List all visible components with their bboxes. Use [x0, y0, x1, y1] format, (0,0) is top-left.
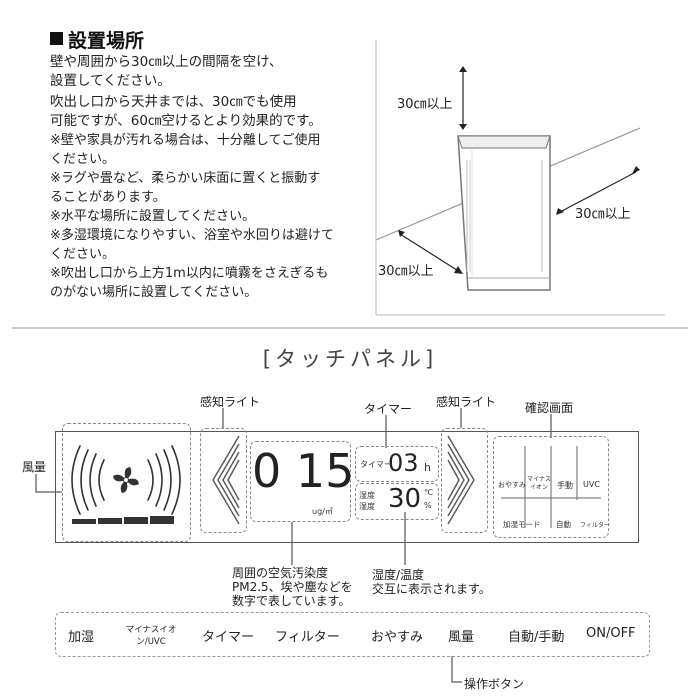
fan-icon: [113, 467, 139, 493]
confirm-item-humidify: 加湿モード: [503, 520, 541, 529]
button-timer[interactable]: タイマー: [202, 630, 255, 645]
callout-confirm: 確認画面: [525, 401, 574, 415]
humidity-display: [355, 483, 439, 520]
title-square-icon: [50, 32, 63, 45]
button-filter[interactable]: フィルター: [275, 630, 340, 645]
room-illustration: [375, 40, 665, 316]
callout-fan: 風量: [22, 460, 47, 474]
callout-light-left: 感知ライト: [200, 395, 261, 409]
humidity-value: 30: [388, 484, 422, 514]
timer-label: タイマー: [360, 460, 392, 469]
button-fan-speed[interactable]: 風量: [448, 630, 475, 645]
pollution-note: PM2.5、埃や塵などを: [232, 580, 353, 594]
timer-value: 03: [388, 449, 419, 477]
button-auto-manual[interactable]: 自動/手動: [508, 630, 565, 645]
humidity-note: 湿度/温度: [372, 568, 425, 582]
pm-unit: ug/㎥: [312, 507, 333, 516]
note-line: ※吹出し口から上方1m以内に噴霧をさえぎるも: [50, 266, 329, 281]
pm-display: [250, 441, 351, 522]
humidity-unit: %: [424, 501, 432, 510]
dim-label-left: 30㎝以上: [378, 264, 434, 279]
sensor-light-left-icon: [212, 435, 240, 525]
fan-level-bar: [150, 516, 174, 524]
button-power[interactable]: ON/OFF: [586, 626, 636, 641]
sensor-light-right-icon: [447, 435, 475, 525]
note-line: ください。: [50, 247, 116, 262]
dim-label-right: 30㎝以上: [575, 207, 631, 222]
callout-light-right: 感知ライト: [436, 395, 497, 409]
panel-title: [タッチパネル]: [262, 347, 438, 371]
humidity-label: 湿度: [359, 502, 375, 511]
confirm-item-filter: フィルター: [580, 522, 610, 529]
note-line: ※壁や家具が汚れる場合は、十分離してご使用: [50, 133, 321, 148]
button-sleep[interactable]: おやすみ: [371, 630, 424, 645]
section-title: 設置場所: [68, 30, 145, 52]
pollution-note: 周囲の空気汚染度: [232, 566, 329, 580]
humidity-label: 湿度: [359, 491, 375, 500]
note-line: 壁や周囲から30㎝以上の間隔を空け、: [50, 54, 283, 70]
confirm-item-manual: 手動: [557, 481, 573, 490]
fan-area[interactable]: [62, 423, 191, 542]
fan-level-bar: [98, 518, 122, 524]
note-line: のがない場所に設置してください。: [50, 285, 258, 300]
temp-unit: ℃: [424, 488, 433, 497]
humidity-note: 交互に表示されます。: [372, 582, 491, 596]
note-line: 吹出し口から天井までは、30㎝でも使用: [50, 94, 297, 110]
fan-speed-icon: [71, 445, 181, 515]
sensor-light-right: [441, 428, 488, 533]
dim-label-top: 30㎝以上: [397, 97, 453, 112]
confirm-grid-lines: [501, 446, 601, 528]
confirm-item-uvc: UVC: [583, 480, 600, 489]
note-line: ※水平な場所に設置してください。: [50, 209, 256, 224]
note-line: 設置してください。: [50, 73, 171, 89]
confirm-screen: [493, 436, 609, 538]
operation-button-bar: [55, 612, 650, 657]
touch-panel: [55, 431, 639, 543]
note-line: ることがあります。: [50, 190, 166, 205]
section-divider: [12, 327, 688, 329]
note-line: ください。: [50, 152, 116, 167]
sensor-light-left: [200, 428, 247, 533]
note-line: ※多湿環境になりやすい、浴室や水回りは避けて: [50, 228, 334, 243]
button-ion-uvc[interactable]: マイナスイオン/UVC: [125, 625, 177, 647]
purifier-device: [457, 135, 551, 291]
timer-unit: h: [424, 461, 431, 474]
callout-timer: タイマー: [364, 402, 413, 416]
pollution-note: 数字で表しています。: [232, 594, 351, 608]
button-humidify[interactable]: 加湿: [68, 630, 95, 645]
fan-level-bar: [72, 519, 96, 524]
note-line: ※ラグや畳など、柔らかい床面に置くと振動す: [50, 171, 321, 186]
timer-display: [355, 446, 439, 482]
pm-value: 0 15: [252, 444, 355, 498]
confirm-item-sleep: おやすみ: [498, 481, 526, 489]
confirm-item-ion: マイナスイオン: [527, 476, 551, 491]
fan-level-bar: [124, 517, 148, 524]
confirm-item-auto: 自動: [556, 520, 571, 529]
callout-buttons: 操作ボタン: [464, 677, 525, 691]
note-line: 可能ですが、60㎝空けるとより効果的です。: [50, 113, 322, 129]
